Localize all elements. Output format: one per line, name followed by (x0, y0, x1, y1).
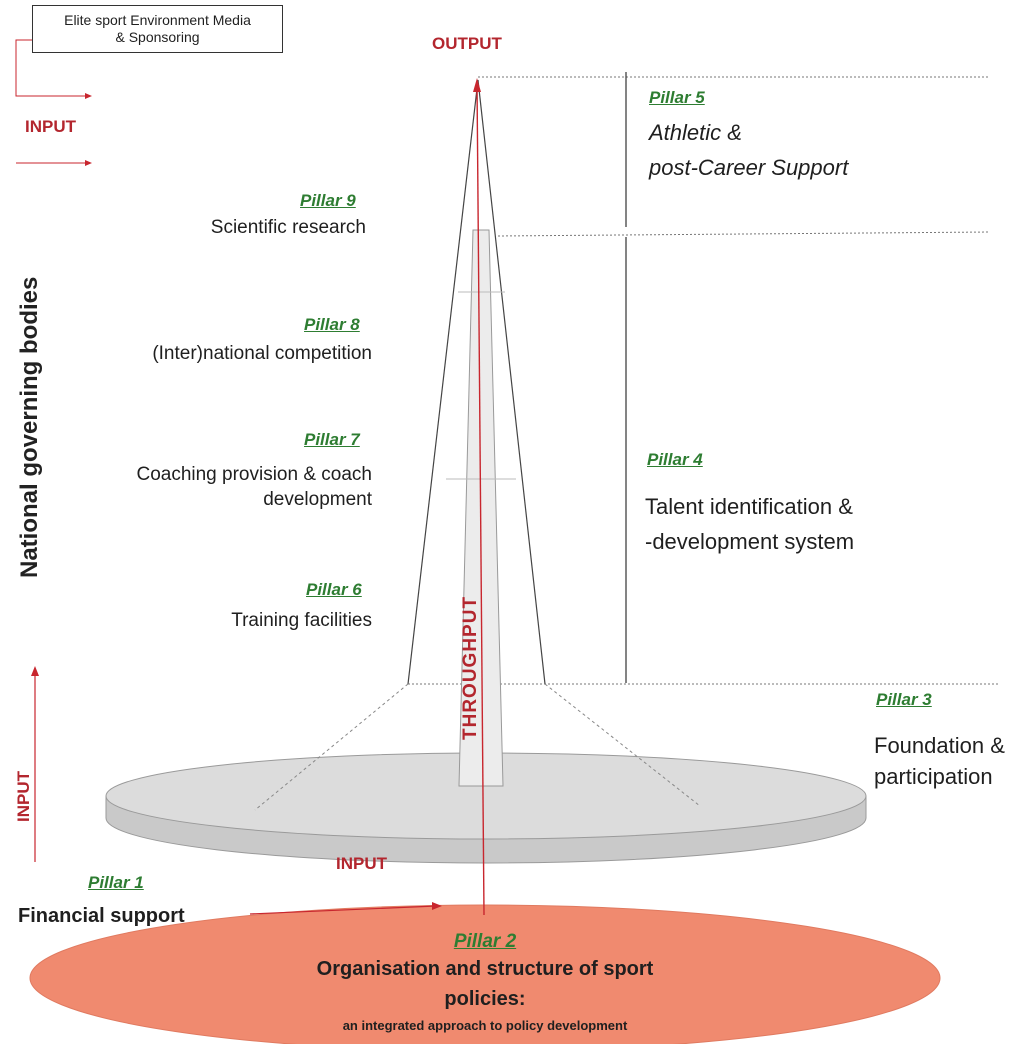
pillar2-line2: policies: (444, 988, 526, 1010)
financial-arrow (249, 905, 437, 915)
pillar5-line2: post-Career Support (649, 155, 849, 180)
throughput-label: THROUGHPUT (460, 595, 481, 740)
national-governing-bodies-label: National governing bodies (16, 276, 43, 578)
pillar4-tag: Pillar 4 (647, 450, 703, 469)
base-ellipse (29, 904, 941, 1044)
input-arrowhead-left (31, 666, 39, 676)
pillar5-line1: Athletic & (649, 120, 742, 145)
pillar5-tag: Pillar 5 (649, 88, 705, 107)
pillar4-line1: Talent identification & (645, 494, 853, 519)
environment-line2: & Sponsoring (115, 29, 200, 45)
pillar2-tag: Pillar 2 (453, 931, 517, 952)
input-arrowhead-top (85, 160, 92, 166)
environment-line1: Elite sport Environment Media (64, 12, 251, 28)
pillar8-tag: Pillar 8 (304, 315, 360, 334)
pillar2-line1: Organisation and structure of sport (316, 958, 654, 980)
pillar6-tag: Pillar 6 (306, 580, 362, 599)
pillar6-line1: Training facilities (231, 610, 372, 631)
pillar7-line1: Coaching provision & coach (136, 464, 372, 485)
pillar3-tag: Pillar 3 (876, 690, 932, 709)
input-label-left: INPUT (14, 771, 33, 822)
throughput-arrow (476, 81, 485, 916)
pillar9-line1: Scientific research (210, 217, 366, 238)
pillar3-line1: Foundation & (874, 733, 1005, 758)
output-label: OUTPUT (432, 34, 502, 53)
level-line-middle (497, 231, 991, 237)
pillar1-line1: Financial support (18, 905, 185, 927)
pillar7-line2: development (263, 489, 372, 510)
input-label-bottom: INPUT (336, 854, 387, 873)
pyramid-right-edge (477, 79, 546, 685)
platform-dash-right (544, 683, 701, 807)
pillar9-tag: Pillar 9 (300, 191, 356, 210)
env-arrowhead (85, 93, 92, 99)
pillar2-line3: an integrated approach to policy develop… (342, 1018, 628, 1033)
env-connector (15, 39, 88, 97)
environment-media-box: Elite sport Environment Media & Sponsori… (32, 5, 283, 53)
pillar4-line2: -development system (645, 529, 855, 554)
pillar3-line2: participation (874, 764, 993, 789)
pyramid-left-edge (407, 79, 479, 685)
pillar7-tag: Pillar 7 (304, 430, 360, 449)
throughput-arrowhead (473, 78, 481, 92)
pillar8-line1: (Inter)national competition (152, 343, 372, 364)
financial-arrowhead (432, 902, 442, 910)
pillar1-tag: Pillar 1 (88, 873, 144, 892)
input-label-top: INPUT (25, 117, 76, 136)
